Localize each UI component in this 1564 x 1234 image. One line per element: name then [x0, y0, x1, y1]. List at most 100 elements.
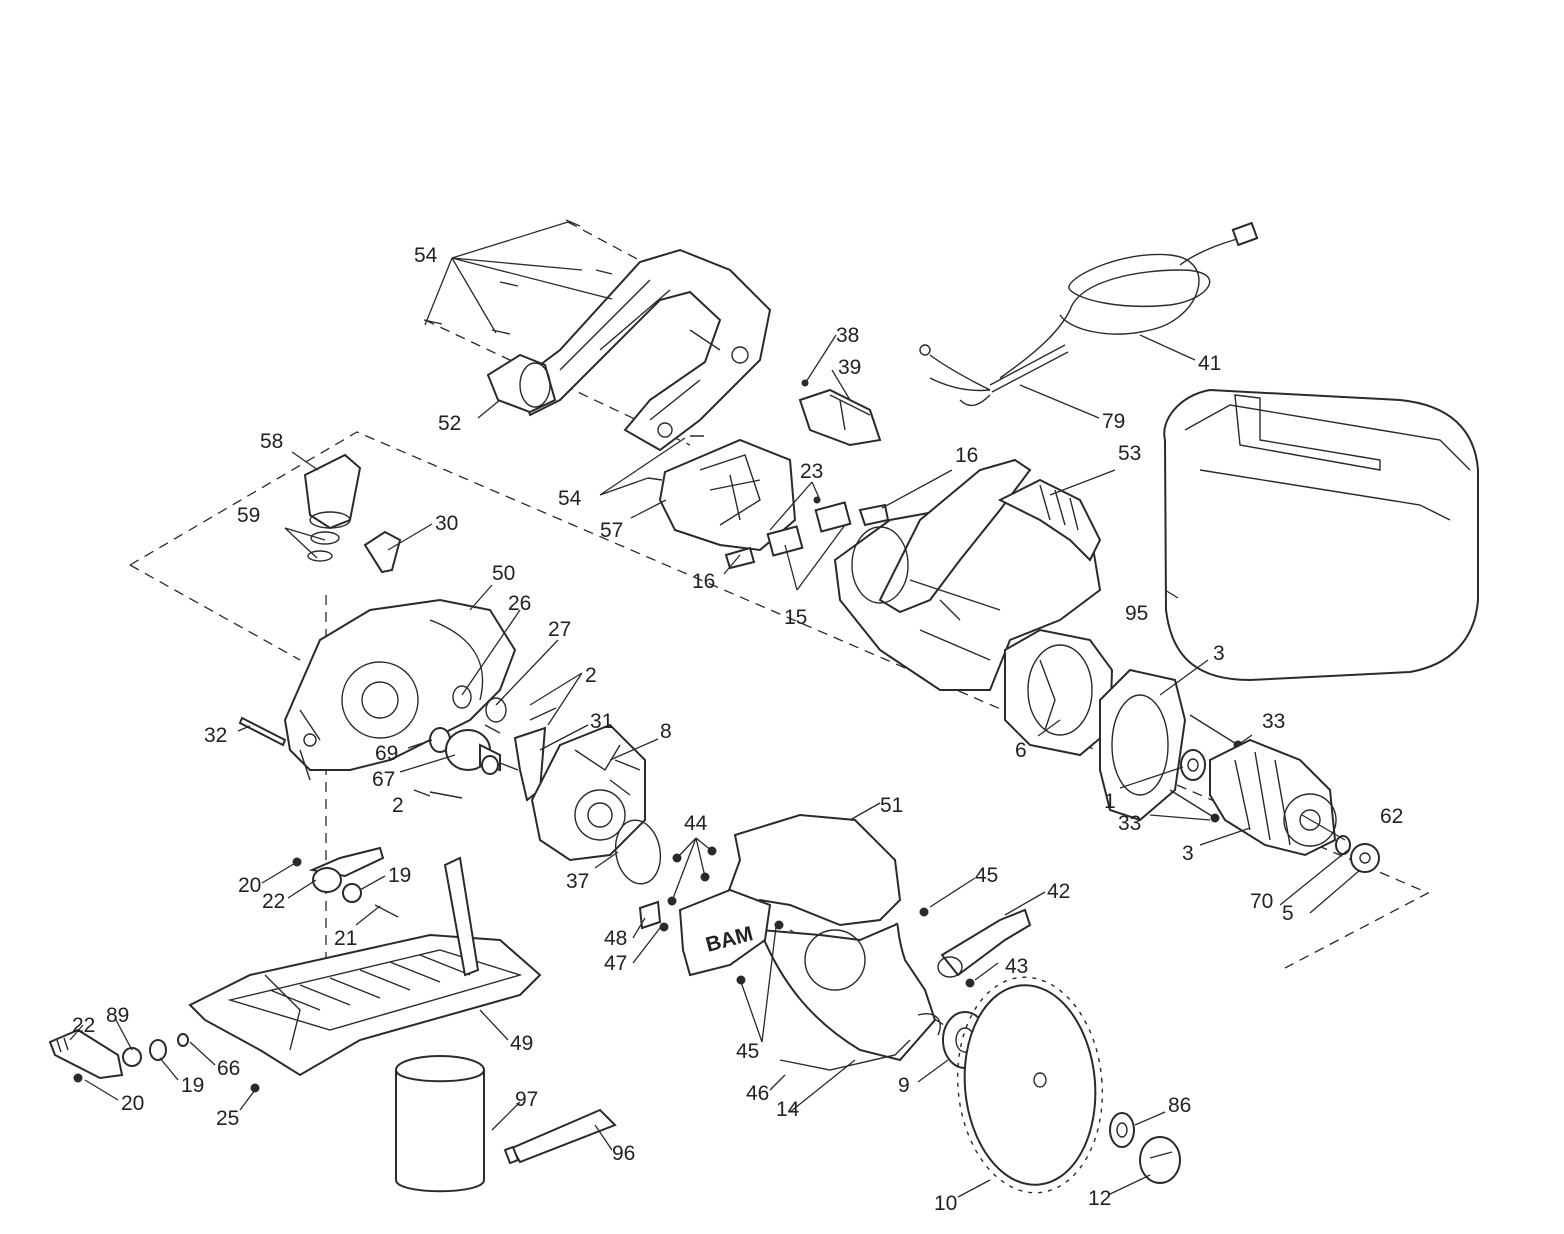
guard-plate-part [638, 888, 772, 977]
callout-44: 44 [684, 812, 708, 835]
motor-housing-part [658, 438, 797, 552]
callout-57: 57 [600, 519, 623, 542]
grease-tube-part [503, 1108, 617, 1165]
washer-parts [1335, 835, 1380, 873]
callout-19-bottom: 19 [181, 1074, 204, 1097]
callout-37: 37 [566, 870, 589, 893]
depth-knob-part [292, 846, 399, 918]
callout-86: 86 [1168, 1094, 1191, 1117]
callout-31: 31 [590, 710, 613, 733]
blade-bolt-part [1139, 1136, 1181, 1184]
callout-54-top: 54 [414, 244, 438, 267]
callout-20-top: 20 [238, 874, 261, 897]
callout-66: 66 [217, 1057, 240, 1080]
callout-51: 51 [880, 794, 903, 817]
upper-handle-part [518, 248, 772, 452]
lower-blade-guard-part [718, 813, 937, 1071]
baffle-part [1099, 668, 1187, 822]
callout-70: 70 [1250, 890, 1273, 913]
callout-39: 39 [838, 356, 861, 379]
callout-2-top: 2 [585, 664, 597, 687]
screw-set-45 [736, 907, 929, 985]
callout-43: 43 [1005, 955, 1028, 978]
power-cord-part [919, 221, 1259, 407]
callout-labels: 54 52 38 39 41 79 58 59 30 54 57 23 16 5… [72, 244, 1403, 1215]
retaining-ring-part [614, 819, 662, 885]
callout-16-bottom: 16 [692, 570, 715, 593]
saw-blade-part [956, 976, 1104, 1194]
dust-port-part [303, 453, 362, 562]
callout-54-mid: 54 [558, 487, 582, 510]
callout-50: 50 [492, 562, 515, 585]
spring-parts [452, 685, 507, 723]
blade-guard-housing-part [283, 598, 517, 781]
callout-9: 9 [898, 1074, 910, 1097]
callout-41: 41 [1198, 352, 1221, 375]
callout-12: 12 [1088, 1187, 1111, 1210]
callout-47: 47 [604, 952, 627, 975]
callout-33-bottom: 33 [1118, 812, 1141, 835]
callout-22-bottom: 22 [72, 1014, 95, 1037]
motor-cylinder-part [486, 353, 557, 414]
callout-38: 38 [836, 324, 859, 347]
callout-67: 67 [372, 768, 395, 791]
screw-set-54 [423, 219, 704, 481]
callout-27: 27 [548, 618, 571, 641]
callout-53: 53 [1118, 442, 1141, 465]
bearing-part [1180, 749, 1206, 781]
callout-14: 14 [776, 1098, 800, 1121]
callout-21: 21 [334, 927, 357, 950]
callout-52: 52 [438, 412, 461, 435]
callout-69: 69 [375, 742, 398, 765]
callout-25: 25 [216, 1107, 239, 1130]
callout-16-top: 16 [955, 444, 978, 467]
gear-housing-part [530, 723, 646, 862]
screw-set-44 [667, 846, 717, 906]
callout-49: 49 [510, 1032, 533, 1055]
carry-case-part [1163, 388, 1479, 682]
callout-95: 95 [1125, 602, 1148, 625]
callout-5: 5 [1282, 902, 1294, 925]
callout-32: 32 [204, 724, 227, 747]
callout-6: 6 [1015, 739, 1027, 762]
callout-23: 23 [800, 460, 823, 483]
callout-96: 96 [612, 1142, 635, 1165]
main-housing-part [833, 458, 1102, 691]
callout-22-top: 22 [262, 890, 285, 913]
callout-46: 46 [746, 1082, 769, 1105]
switch-part [798, 379, 882, 447]
callout-97: 97 [515, 1088, 538, 1111]
callout-58: 58 [260, 430, 283, 453]
base-plate-part [188, 856, 542, 1077]
callout-42: 42 [1047, 880, 1070, 903]
callout-3-bottom: 3 [1182, 842, 1194, 865]
callout-2-bottom: 2 [392, 794, 404, 817]
callout-48: 48 [604, 927, 627, 950]
callout-10: 10 [934, 1192, 957, 1215]
brush-holder-parts [724, 496, 890, 570]
bevel-knob-part [937, 908, 1032, 988]
callout-45-top: 45 [975, 864, 998, 887]
callout-3-top: 3 [1213, 642, 1225, 665]
gear-parts [429, 727, 501, 775]
callout-30: 30 [435, 512, 458, 535]
callout-19-top: 19 [388, 864, 411, 887]
pin-part [238, 716, 287, 747]
callout-15: 15 [784, 606, 807, 629]
bevel-adjust-knob-part [48, 1028, 260, 1093]
leader-lines [69, 221, 1361, 1198]
callout-33-top: 33 [1262, 710, 1285, 733]
callout-59: 59 [237, 504, 260, 527]
lever-part [363, 530, 402, 574]
screw-set-2 [429, 707, 557, 799]
armature-part [1209, 738, 1337, 857]
callout-79: 79 [1102, 410, 1125, 433]
parallel-guide-cylinder-part [395, 1055, 485, 1193]
field-coil-part [1004, 628, 1114, 757]
callout-8: 8 [660, 720, 672, 743]
callout-62: 62 [1380, 805, 1403, 828]
callout-26: 26 [508, 592, 531, 615]
outer-washer-part [1109, 1112, 1135, 1148]
callout-20-bottom: 20 [121, 1092, 144, 1115]
